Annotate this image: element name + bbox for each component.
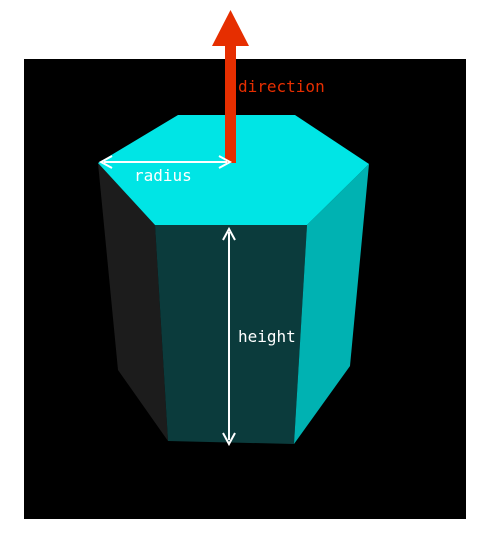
radius-arrow (98, 155, 233, 169)
height-arrow-bottom-head (222, 432, 236, 447)
prism-top-face (98, 115, 369, 225)
prism-right-face (294, 164, 369, 444)
direction-arrow-shaft (225, 42, 236, 163)
radius-arrow-left-head (98, 155, 113, 169)
radius-label: radius (134, 166, 192, 185)
prism-front-face (155, 225, 307, 444)
direction-arrow (212, 10, 249, 163)
direction-arrow-head (212, 10, 249, 46)
height-arrow-top-head (222, 226, 236, 241)
prism-left-face (98, 163, 168, 441)
radius-arrow-right-head (218, 155, 233, 169)
direction-label: direction (238, 77, 325, 96)
height-label: height (238, 327, 296, 346)
height-arrow (222, 226, 236, 447)
